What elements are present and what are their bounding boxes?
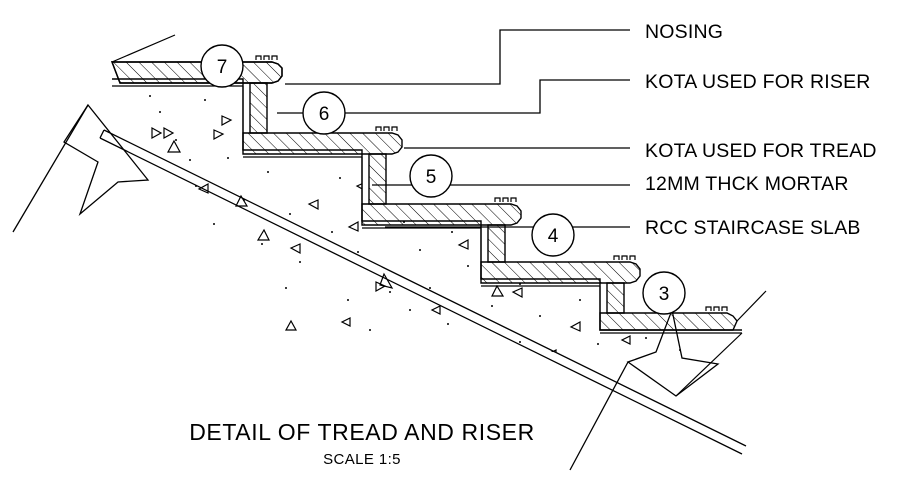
bubble-6-number: 6 xyxy=(319,104,330,125)
label-kota-tread: KOTA USED FOR TREAD xyxy=(645,140,877,162)
bubble-7-number: 7 xyxy=(217,57,228,78)
bubble-3[interactable]: 3 xyxy=(642,271,686,315)
break-line-lower-right xyxy=(569,307,720,471)
step-6 xyxy=(242,126,403,221)
kota-stone-assembly xyxy=(110,34,767,397)
bubble-7-circle xyxy=(200,44,244,88)
bubble-5[interactable]: 5 xyxy=(409,154,453,198)
drawing-scale: SCALE 1:5 xyxy=(323,451,401,468)
bubble-6-circle xyxy=(302,91,346,135)
bubble-7[interactable]: 7 xyxy=(200,44,244,88)
bubble-3-number: 3 xyxy=(659,284,670,305)
break-line-upper-left xyxy=(12,103,150,233)
bubble-4-number: 4 xyxy=(548,226,559,247)
bubble-3-circle xyxy=(642,271,686,315)
bubble-5-circle xyxy=(409,154,453,198)
label-kota-riser: KOTA USED FOR RISER xyxy=(645,71,871,93)
leader-line-kota-riser xyxy=(277,79,630,114)
bubble-5-number: 5 xyxy=(426,167,437,188)
bubble-6[interactable]: 6 xyxy=(302,91,346,135)
bubble-4-circle xyxy=(531,213,575,257)
step-3 xyxy=(599,290,767,397)
bubble-4[interactable]: 4 xyxy=(531,213,575,257)
step-4 xyxy=(480,255,641,330)
rcc-staircase-slab-body xyxy=(99,78,747,455)
label-rcc-slab: RCC STAIRCASE SLAB xyxy=(645,217,861,239)
drawing-title: DETAIL OF TREAD AND RISER xyxy=(189,419,535,445)
slab-soffit-line xyxy=(99,129,747,455)
label-nosing: NOSING xyxy=(645,21,723,43)
label-mortar: 12MM THCK MORTAR xyxy=(645,173,849,195)
leader-line-nosing xyxy=(285,29,630,85)
